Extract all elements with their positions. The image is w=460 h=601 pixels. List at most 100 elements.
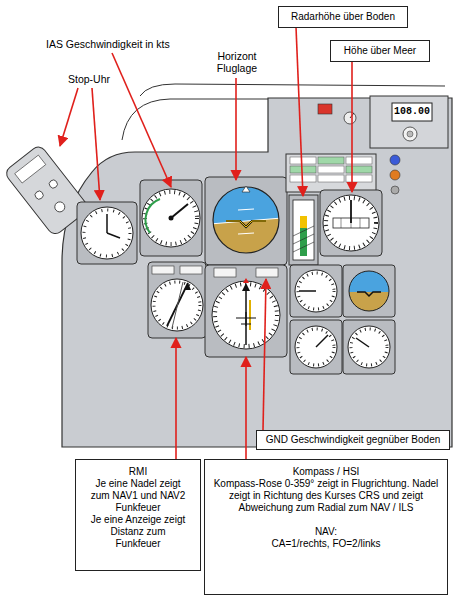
hsi-bezel bbox=[205, 265, 287, 357]
standby-ring bbox=[349, 271, 389, 311]
altimeter-ticks bbox=[326, 198, 376, 248]
standby-ball bbox=[349, 271, 389, 312]
hsi-ticks bbox=[215, 284, 277, 346]
instrument-panel bbox=[62, 98, 452, 447]
engine-gauge-ticks bbox=[298, 329, 334, 365]
attitude-sky bbox=[210, 184, 282, 256]
altimeter-needle bbox=[350, 200, 352, 223]
stopwatch-button bbox=[53, 200, 67, 214]
radar-altimeter-band bbox=[300, 216, 307, 228]
frequency-display bbox=[392, 103, 432, 121]
glareshield-line bbox=[122, 99, 268, 140]
vsi-ticks bbox=[298, 273, 334, 309]
leader-arrow bbox=[296, 27, 303, 196]
annunciator-light bbox=[318, 166, 344, 173]
engine-gauge-ticks bbox=[351, 329, 387, 365]
leader-arrow bbox=[175, 338, 177, 459]
callout-box: Höhe über Meer bbox=[330, 40, 430, 62]
tuning-knob-inner bbox=[407, 131, 413, 137]
pitch-line bbox=[238, 209, 254, 210]
annunciator-light bbox=[346, 175, 372, 182]
radar-altimeter-scale bbox=[293, 200, 314, 260]
callout-heading: GND Geschwindigkeit gegnüber Boden bbox=[261, 434, 445, 446]
stopwatch-button bbox=[48, 178, 59, 189]
stopwatch-window bbox=[15, 155, 46, 183]
hsi-aircraft bbox=[236, 312, 256, 326]
aircraft-symbol bbox=[226, 221, 266, 227]
vsi-dial bbox=[295, 270, 337, 312]
hsi-compass-rose bbox=[212, 281, 280, 349]
clock-hand bbox=[107, 233, 120, 238]
standby-sky bbox=[349, 271, 389, 311]
rmi-bezel bbox=[148, 262, 206, 338]
tuning-knob bbox=[403, 127, 417, 141]
hsi-window bbox=[214, 268, 236, 277]
rmi-dial bbox=[151, 279, 203, 331]
warning-light bbox=[318, 104, 332, 114]
rmi-needle bbox=[172, 282, 183, 328]
leader-arrow bbox=[245, 357, 247, 459]
leader-arrow bbox=[351, 61, 353, 192]
engine-gauge-needle bbox=[316, 335, 328, 347]
altimeter-bezel bbox=[320, 190, 382, 256]
attitude-ground bbox=[210, 218, 282, 256]
clock-ticks bbox=[84, 210, 130, 256]
attitude-ring bbox=[213, 187, 279, 253]
leader-arrow bbox=[235, 78, 237, 180]
annunciator-light bbox=[346, 157, 372, 164]
callout-box: Radarhöhe über Boden bbox=[278, 6, 408, 28]
callout-box: RMIJe eine Nadel zeigt zum NAV1 und NAV2… bbox=[75, 459, 201, 571]
vsi-needle bbox=[299, 290, 316, 292]
rmi-distance-window bbox=[152, 266, 174, 274]
horizon-line bbox=[210, 218, 282, 224]
bank-pointer bbox=[242, 186, 250, 192]
callout-text: CA=1/rechts, FO=2/links bbox=[213, 538, 439, 550]
airspeed-bezel bbox=[140, 180, 202, 256]
rmi-needle-head bbox=[184, 283, 191, 290]
engine-gauge-dial bbox=[348, 326, 390, 368]
course-pointer bbox=[242, 283, 250, 291]
leader-arrow bbox=[112, 53, 171, 187]
glareshield-line bbox=[140, 84, 445, 96]
attitude-bezel bbox=[205, 177, 287, 265]
annunciator-light bbox=[290, 157, 316, 164]
leader-arrow bbox=[263, 279, 266, 430]
rmi-distance-window bbox=[180, 266, 202, 274]
indicator-light bbox=[390, 170, 400, 180]
airspeed-needle bbox=[171, 204, 188, 218]
callout-heading: Höhe über Meer bbox=[335, 45, 425, 57]
callout-heading: RMI bbox=[88, 466, 188, 478]
indicator-light bbox=[390, 155, 400, 165]
radio-panel bbox=[370, 96, 448, 148]
annunciator-light bbox=[290, 166, 316, 173]
groundspeed-window bbox=[256, 268, 278, 277]
engine-gauge-needle bbox=[356, 338, 369, 347]
airspeed-arc bbox=[146, 199, 160, 233]
engine-gauge-dial bbox=[295, 326, 337, 368]
radar-altimeter-hatch bbox=[293, 226, 314, 252]
standby-ground bbox=[349, 292, 389, 312]
attitude-ball bbox=[210, 184, 282, 256]
needle-hub bbox=[169, 216, 174, 221]
frequency-readout: 108.00 bbox=[392, 106, 432, 118]
leader-arrow bbox=[92, 88, 100, 200]
clock-dial bbox=[81, 207, 133, 259]
engine-gauge-bezel bbox=[343, 320, 395, 374]
standby-attitude-bezel bbox=[343, 265, 395, 317]
course-deviation-bar bbox=[249, 300, 251, 330]
lubber-line bbox=[243, 278, 249, 283]
indicator-light bbox=[391, 186, 399, 194]
callout-text: Kompass-Rose 0-359° zeigt in Flugrichtun… bbox=[213, 478, 439, 514]
leader-arrow bbox=[60, 88, 78, 146]
callout-text: Je eine Nadel zeigt zum NAV1 und NAV2 Fu… bbox=[90, 478, 186, 514]
callout-text: Stop-Uhr bbox=[68, 73, 128, 85]
stopwatch-button bbox=[34, 190, 45, 201]
annunciator-light bbox=[318, 175, 344, 182]
engine-gauge-bezel bbox=[290, 320, 342, 374]
radar-altimeter-bezel bbox=[289, 195, 318, 265]
counter-divider bbox=[341, 218, 342, 228]
standby-aircraft bbox=[357, 292, 381, 296]
callout-text: NAV: bbox=[213, 526, 439, 538]
annunciator-light bbox=[318, 157, 344, 164]
